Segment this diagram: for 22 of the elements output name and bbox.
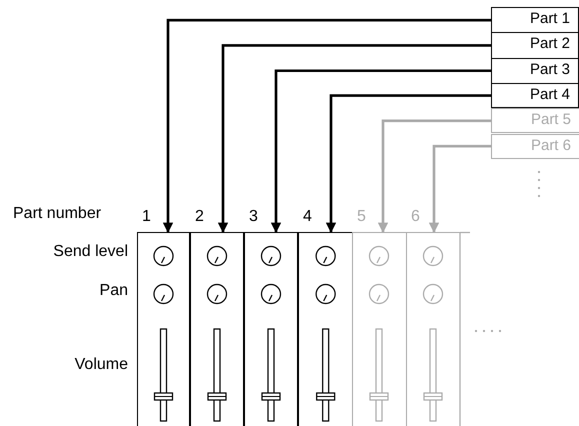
channel-number: 6: [411, 208, 420, 226]
arrow: [270, 69, 491, 234]
row-label: Pan: [100, 282, 128, 300]
row-label: Part number: [13, 205, 102, 223]
part-box: Part 4: [491, 82, 579, 108]
row-label: Send level: [53, 243, 128, 261]
channel-number: 5: [357, 208, 366, 226]
channel-number: 1: [142, 208, 151, 226]
part-box: Part 3: [491, 58, 579, 84]
part-box: Part 2: [491, 32, 579, 59]
arrow: [162, 18, 491, 234]
arrow: [326, 94, 491, 234]
channel-number: 2: [195, 208, 204, 226]
part-box: Part 5: [491, 108, 579, 134]
row-label: Volume: [74, 356, 128, 374]
part-box: Part 6: [491, 134, 579, 159]
part-box: Part 1: [491, 7, 579, 34]
arrow: [378, 120, 491, 234]
channel-number: 4: [303, 208, 312, 226]
channel-number: 3: [249, 208, 258, 226]
arrow: [218, 44, 491, 234]
arrow: [428, 144, 491, 234]
